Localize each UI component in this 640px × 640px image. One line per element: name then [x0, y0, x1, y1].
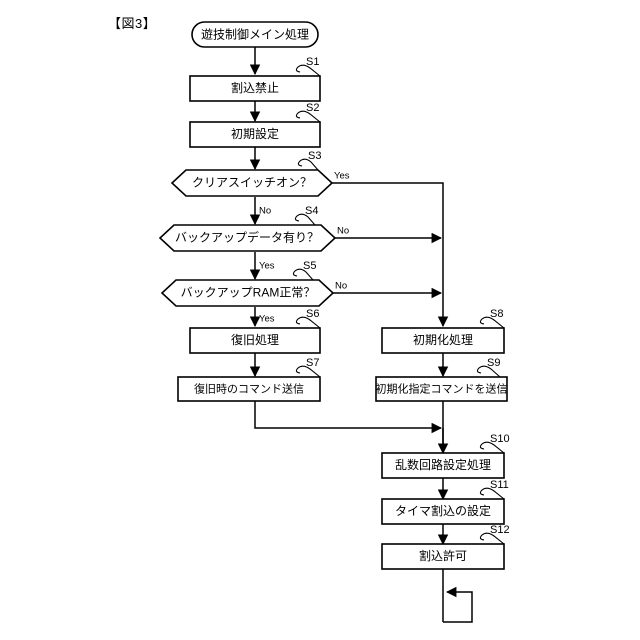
node-s7[interactable]: 復旧時のコマンド送信 S7: [177, 357, 321, 402]
node-s10-label: 乱数回路設定処理: [395, 457, 491, 472]
node-start-label: 遊技制御メイン処理: [201, 27, 309, 42]
node-s2[interactable]: 初期設定 S2: [189, 102, 321, 148]
leader-s6: [295, 316, 321, 329]
step-label-s10: S10: [490, 433, 510, 445]
branch-label-s3-yes: Yes: [334, 171, 350, 182]
node-s4-shape: [158, 224, 337, 252]
leader-s10: [479, 441, 505, 454]
node-start-shape: [191, 21, 319, 48]
leader-s8: [479, 316, 505, 329]
step-label-s7: S7: [306, 357, 319, 369]
node-s12-label: 割込許可: [419, 548, 467, 563]
node-s7-shape: [177, 376, 321, 402]
connector-layer: [249, 46, 473, 623]
node-s6-shape: [189, 327, 321, 354]
node-s6-label: 復旧処理: [231, 332, 279, 347]
leader-s4: [294, 213, 316, 226]
step-label-s1: S1: [306, 56, 319, 68]
edge-s7-to-rail: [254, 400, 443, 434]
step-label-s12: S12: [490, 524, 510, 536]
node-s5-shape: [160, 279, 335, 307]
branch-label-s5-no: No: [335, 281, 347, 292]
node-s12[interactable]: 割込許可 S12: [381, 524, 510, 570]
figure-title: 【図3】: [108, 16, 157, 31]
step-label-s11: S11: [490, 479, 509, 491]
node-s4[interactable]: バックアップデータ有り？ S4: [158, 205, 337, 252]
step-label-s2: S2: [306, 102, 319, 114]
branch-label-s3-no: No: [259, 206, 271, 217]
node-s5-label: バックアップRAM正常？: [181, 286, 316, 300]
branch-label-s5-yes: Yes: [259, 314, 275, 325]
node-s9-label: 初期化指定コマンドを送信: [376, 381, 508, 395]
leader-s11: [479, 487, 505, 500]
node-s4-label: バックアップデータ有り？: [175, 230, 319, 245]
node-s5[interactable]: バックアップRAM正常？ S5: [160, 260, 335, 307]
step-label-s6: S6: [306, 308, 319, 320]
node-s8[interactable]: 初期化処理 S8: [381, 308, 505, 354]
step-label-s9: S9: [487, 357, 500, 369]
node-s11[interactable]: タイマ割込の設定 S11: [381, 479, 509, 525]
branch-label-layer: Yes No No Yes No Yes: [259, 171, 350, 325]
branch-label-s4-yes: Yes: [259, 261, 275, 272]
leader-s3: [297, 158, 319, 171]
node-s3[interactable]: クリアスイッチオン？ S3: [170, 150, 334, 197]
step-label-s3: S3: [308, 150, 321, 162]
node-start[interactable]: 遊技制御メイン処理: [191, 21, 319, 48]
step-label-s4: S4: [305, 205, 318, 217]
node-s9-shape: [375, 376, 508, 402]
node-s8-shape: [381, 327, 505, 354]
node-s2-label: 初期設定: [231, 126, 279, 141]
leader-s2: [295, 110, 321, 123]
node-s3-label: クリアスイッチオン？: [192, 176, 312, 190]
node-s2-shape: [189, 121, 321, 148]
node-s1-label: 割込禁止: [231, 80, 279, 95]
node-s1-shape: [189, 75, 321, 102]
branch-label-s4-no: No: [337, 226, 349, 237]
node-s1[interactable]: 割込禁止 S1: [189, 56, 321, 102]
step-label-s5: S5: [303, 260, 316, 272]
node-s11-label: タイマ割込の設定: [395, 503, 491, 518]
step-label-s8: S8: [490, 308, 503, 320]
leader-s1: [295, 64, 321, 77]
node-s10[interactable]: 乱数回路設定処理 S10: [381, 433, 510, 479]
leader-s9: [476, 365, 501, 378]
leader-s5: [292, 268, 314, 281]
edge-s3-yes-to-s8: [332, 182, 449, 328]
node-s6[interactable]: 復旧処理 S6: [189, 308, 321, 354]
node-s9[interactable]: 初期化指定コマンドを送信 S9: [375, 357, 508, 402]
node-s8-label: 初期化処理: [413, 333, 473, 347]
leader-s12: [479, 532, 505, 545]
node-s7-label: 復旧時のコマンド送信: [194, 381, 304, 395]
edge-loop-back: [443, 586, 473, 623]
node-s10-shape: [381, 452, 505, 479]
node-s11-shape: [381, 498, 505, 525]
node-s12-shape: [381, 543, 505, 570]
leader-s7: [295, 365, 321, 378]
